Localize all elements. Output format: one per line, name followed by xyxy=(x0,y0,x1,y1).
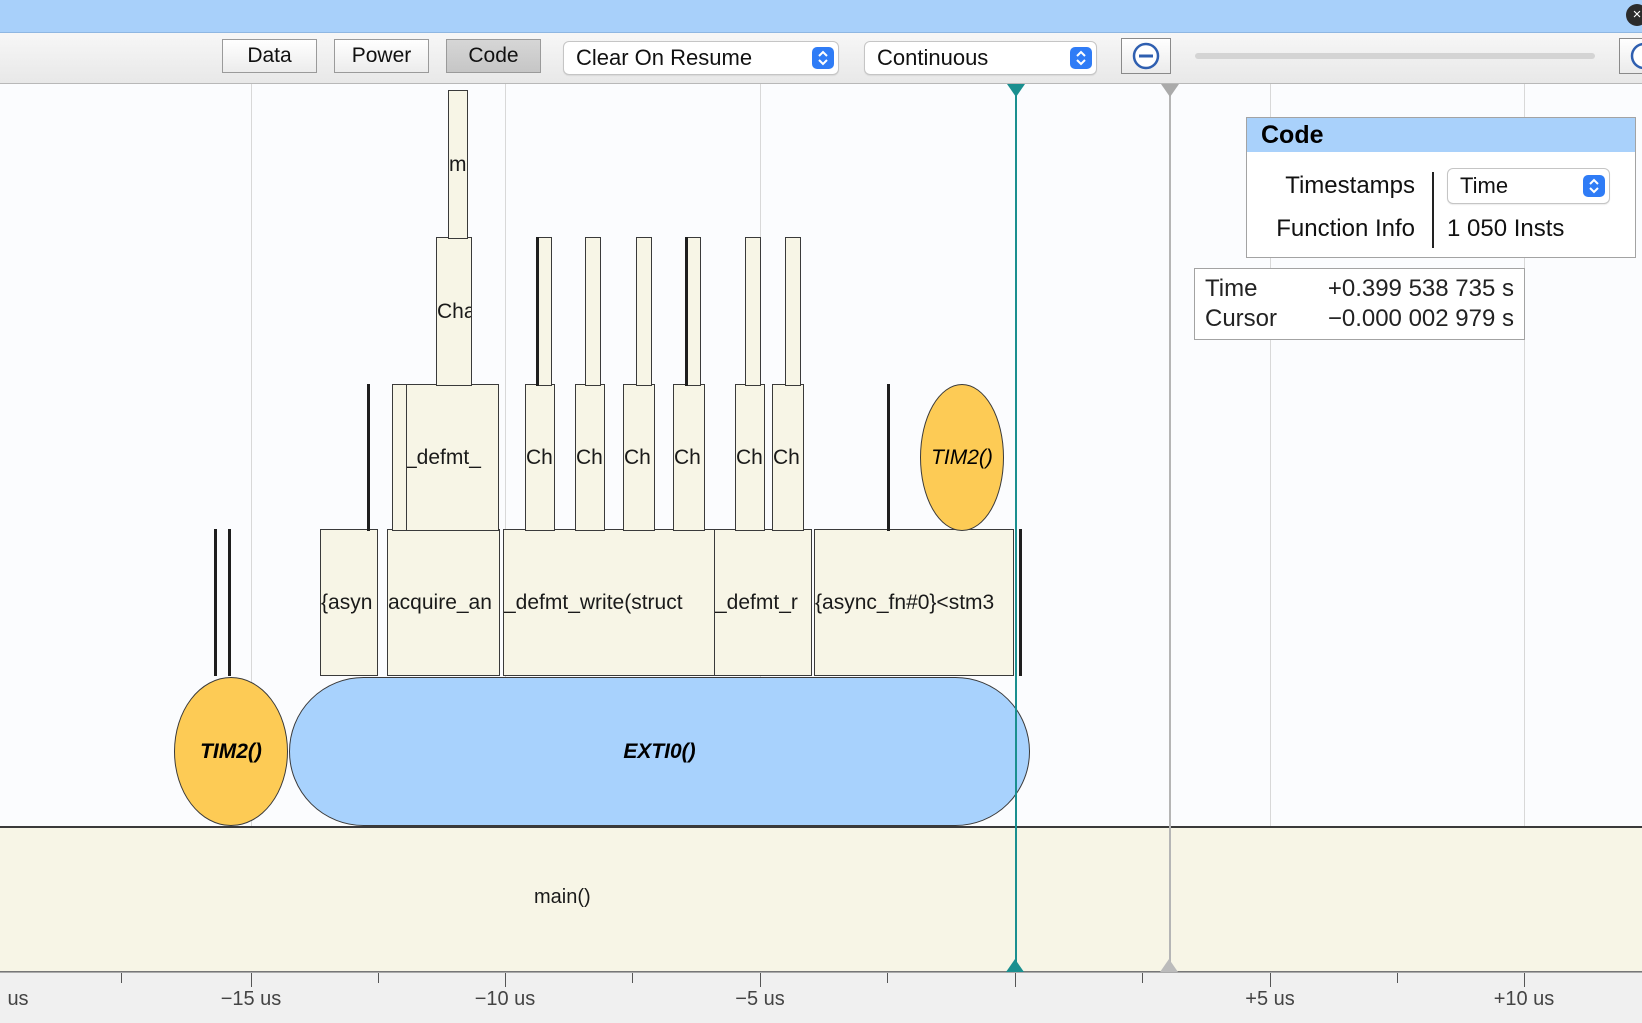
time-label: Time xyxy=(1205,275,1258,302)
clear-mode-select[interactable]: Clear On Resume xyxy=(563,41,839,75)
frame-defmt-level2[interactable]: _defmt_ xyxy=(404,384,499,531)
frame-async[interactable]: {asyn xyxy=(320,529,378,676)
data-button[interactable]: Data xyxy=(222,39,317,73)
frame-ch[interactable]: Ch xyxy=(673,384,705,531)
code-panel: Code Timestamps Function Info Time 1 050… xyxy=(1246,117,1636,258)
cursor-label: Cursor xyxy=(1205,305,1278,332)
function-info-value: 1 050 Insts xyxy=(1447,215,1565,242)
cursor-readout: Time +0.399 538 735 s Cursor −0.000 002 … xyxy=(1194,268,1525,340)
frame-thin[interactable] xyxy=(214,529,217,676)
axis-tick xyxy=(1270,973,1271,987)
function-info-label: Function Info xyxy=(1276,215,1415,242)
axis-tick xyxy=(887,973,888,983)
frame-defmt-r[interactable]: _defmt_r xyxy=(714,529,812,676)
frame-thin[interactable] xyxy=(1019,529,1022,676)
frame-ch[interactable]: Ch xyxy=(772,384,804,531)
gridline xyxy=(505,84,506,972)
axis-label: −5 us xyxy=(735,988,785,1010)
zoom-slider[interactable] xyxy=(1195,53,1595,59)
cursor-marker-icon[interactable] xyxy=(1161,84,1179,98)
power-button[interactable]: Power xyxy=(334,39,429,73)
time-cursor[interactable] xyxy=(1015,84,1017,972)
timeline-plot[interactable]: main() {asyn acquire_an _defmt_write(str… xyxy=(0,84,1642,972)
frame-ch[interactable]: Ch xyxy=(623,384,655,531)
time-value: +0.399 538 735 s xyxy=(1327,275,1514,302)
frame-thin-box[interactable] xyxy=(636,237,652,386)
axis-label: −10 us xyxy=(474,988,536,1010)
axis-tick xyxy=(378,973,379,983)
zoom-out-button[interactable] xyxy=(1121,38,1171,74)
main-frame-label: main() xyxy=(534,886,591,908)
frame-thin[interactable] xyxy=(887,384,890,531)
cursor-marker-icon[interactable] xyxy=(1160,959,1178,973)
frame-acquire[interactable]: acquire_an xyxy=(387,529,500,676)
code-panel-title: Code xyxy=(1247,118,1635,152)
tim2-interrupt[interactable]: TIM2() xyxy=(174,677,288,826)
capture-mode-select[interactable]: Continuous xyxy=(864,41,1097,75)
axis-tick xyxy=(1397,973,1398,983)
frame-cha[interactable]: Cha xyxy=(436,237,472,386)
axis-tick xyxy=(251,973,252,987)
axis-tick xyxy=(760,973,761,987)
timestamps-value: Time xyxy=(1460,173,1509,198)
tim2-interrupt[interactable]: TIM2() xyxy=(920,384,1004,531)
axis-tick xyxy=(1015,973,1016,987)
chevron-updown-icon xyxy=(1583,175,1605,197)
frame-thin-box[interactable] xyxy=(785,237,801,386)
cursor-value: −0.000 002 979 s xyxy=(1327,305,1514,332)
gridline xyxy=(251,84,252,972)
axis-label: +10 us xyxy=(1493,988,1555,1010)
cursor-marker-icon[interactable] xyxy=(1006,959,1024,973)
axis-tick xyxy=(505,973,506,987)
axis-label: us xyxy=(7,988,29,1010)
axis-tick xyxy=(1524,973,1525,987)
frame-ch[interactable]: Ch xyxy=(575,384,605,531)
chevron-updown-icon xyxy=(812,47,834,69)
chevron-updown-icon xyxy=(1070,47,1092,69)
cursor-marker-icon[interactable] xyxy=(1007,84,1025,98)
axis-label: −15 us xyxy=(220,988,282,1010)
frame-thin[interactable] xyxy=(536,237,539,386)
close-icon[interactable]: × xyxy=(1626,4,1642,26)
frame-thin[interactable] xyxy=(228,529,231,676)
exti0-interrupt[interactable]: EXTI0() xyxy=(289,677,1030,826)
main-frame[interactable] xyxy=(0,826,1642,972)
axis-tick xyxy=(1142,973,1143,983)
axis-label: +5 us xyxy=(1245,988,1295,1010)
timestamps-label: Timestamps xyxy=(1285,172,1415,199)
capture-mode-value: Continuous xyxy=(877,45,989,70)
frame-async-fn[interactable]: {async_fn#0}<stm3 xyxy=(814,529,1014,676)
panel-divider xyxy=(1432,172,1434,248)
zoom-in-button[interactable] xyxy=(1619,38,1642,74)
clear-mode-value: Clear On Resume xyxy=(576,45,753,70)
frame-thin[interactable] xyxy=(685,237,688,386)
zoom-in-icon xyxy=(1630,42,1642,70)
gridline xyxy=(1524,84,1525,972)
frame-m[interactable]: m xyxy=(448,90,468,239)
zoom-out-icon xyxy=(1132,42,1160,70)
timestamps-select[interactable]: Time xyxy=(1447,168,1610,204)
frame-thin-box[interactable] xyxy=(745,237,761,386)
frame-ch[interactable]: Ch xyxy=(525,384,555,531)
frame-defmt-write[interactable]: _defmt_write(struct xyxy=(503,529,715,676)
toolbar: Data Power Code Clear On Resume Continuo… xyxy=(0,33,1642,84)
axis-tick xyxy=(121,973,122,983)
frame-thin-box[interactable] xyxy=(392,384,407,531)
frame-thin-box[interactable] xyxy=(585,237,601,386)
frame-thin[interactable] xyxy=(367,384,370,531)
gridline xyxy=(1270,84,1271,972)
window-title-bar: × xyxy=(0,0,1642,33)
axis-tick xyxy=(632,973,633,983)
time-axis[interactable]: us −15 us −10 us −5 us +5 us +10 us xyxy=(0,959,1642,1023)
frame-ch[interactable]: Ch xyxy=(735,384,765,531)
reference-cursor[interactable] xyxy=(1169,84,1171,972)
code-button[interactable]: Code xyxy=(446,39,541,73)
